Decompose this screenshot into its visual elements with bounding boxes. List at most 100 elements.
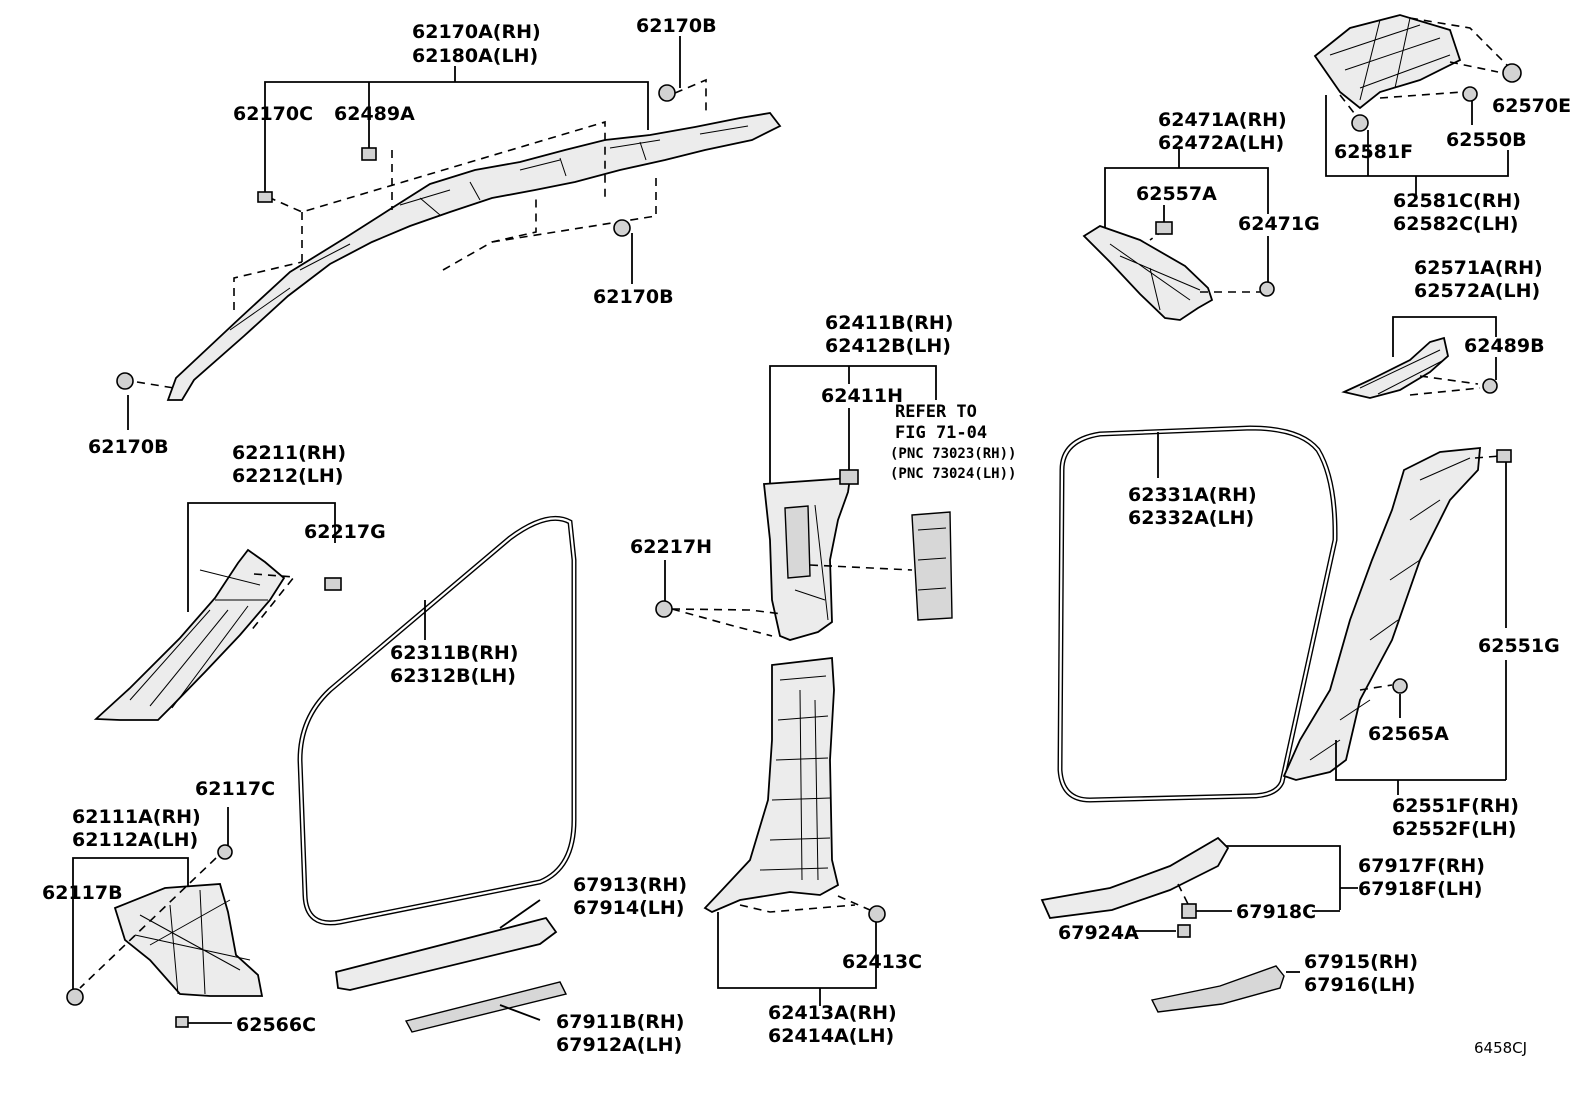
rear-pillar-lower-group [1282, 446, 1512, 795]
clip-62557a [1155, 221, 1173, 235]
label-62570e: 62570E [1492, 95, 1571, 117]
label-62117b: 62117B [42, 882, 123, 904]
label-62312b-lh: 62312B(LH) [390, 665, 516, 687]
label-62212-lh: 62212(LH) [232, 465, 343, 487]
label-62311b-rh: 62311B(RH) [390, 642, 518, 664]
front-pillar-trim-group [93, 502, 342, 721]
clip-62117c [217, 844, 233, 860]
label-62170a-rh: 62170A(RH) [412, 21, 541, 43]
label-67924a: 67924A [1058, 922, 1139, 944]
label-62217g: 62217G [304, 521, 386, 543]
clip-62551g-end [1496, 449, 1512, 463]
label-62582c-lh: 62582C(LH) [1393, 213, 1518, 235]
label-62566c: 62566C [236, 1014, 316, 1036]
label-62489a: 62489A [334, 103, 415, 125]
front-door-weatherstrip-group [297, 515, 577, 926]
label-62581f: 62581F [1334, 141, 1413, 163]
label-62170c: 62170C [233, 103, 313, 125]
label-62112a-lh: 62112A(LH) [72, 829, 198, 851]
seat-belt-anchor-cover [911, 511, 953, 621]
clip-62117b [66, 988, 84, 1006]
label-62413a-rh: 62413A(RH) [768, 1002, 897, 1024]
label-62211-rh: 62211(RH) [232, 442, 346, 464]
label-62117c: 62117C [195, 778, 275, 800]
label-62411b-rh: 62411B(RH) [825, 312, 953, 334]
clip-62550b [1462, 86, 1478, 102]
label-62552f-lh: 62552F(LH) [1392, 818, 1516, 840]
front-pillar-trim [93, 548, 286, 721]
cowl-side-trim-group [66, 807, 264, 1028]
label-62180a-lh: 62180A(LH) [412, 45, 538, 67]
label-62411h: 62411H [821, 385, 903, 407]
center-pillar-group [655, 365, 953, 1006]
label-refer-to: REFER TO [895, 402, 977, 422]
front-pillar-garnish-group [116, 36, 782, 430]
label-67916-lh: 67916(LH) [1304, 974, 1415, 996]
label-62572a-lh: 62572A(LH) [1414, 280, 1540, 302]
package-tray-side-group [1341, 316, 1498, 399]
label-62571a-rh: 62571A(RH) [1414, 257, 1543, 279]
front-scuff-plate-outer [404, 981, 568, 1033]
front-scuff-plate-group [335, 899, 568, 1033]
label-62217h: 62217H [630, 536, 712, 558]
clip-62570e [1502, 63, 1522, 83]
label-62581c-rh: 62581C(RH) [1393, 190, 1521, 212]
label-62565a: 62565A [1368, 723, 1449, 745]
label-62331a-rh: 62331A(RH) [1128, 484, 1257, 506]
clip-62489a [361, 147, 377, 161]
clip-62170b-mid [613, 219, 631, 237]
label-67918c: 67918C [1236, 901, 1316, 923]
label-62170b-mid: 62170B [593, 286, 674, 308]
package-tray-side-trim [1341, 336, 1449, 399]
label-62472a-lh: 62472A(LH) [1158, 132, 1284, 154]
clip-62217g [324, 577, 342, 591]
clip-62170b-top [658, 84, 676, 102]
label-67918f-lh: 67918F(LH) [1358, 878, 1482, 900]
label-pnc-lh: (PNC 73024(LH)) [890, 466, 1016, 482]
label-67913-rh: 67913(RH) [573, 874, 687, 896]
label-62471a-rh: 62471A(RH) [1158, 109, 1287, 131]
label-62170b-left: 62170B [88, 436, 169, 458]
label-pnc-rh: (PNC 73023(RH)) [890, 446, 1016, 462]
clip-62411h [839, 469, 859, 485]
clip-62170c [257, 191, 273, 203]
front-scuff-plate-inner [335, 916, 558, 991]
label-62170b-top: 62170B [636, 15, 717, 37]
label-62557a: 62557A [1136, 183, 1217, 205]
label-62332a-lh: 62332A(LH) [1128, 507, 1254, 529]
clip-62471g [1259, 281, 1275, 297]
roof-side-inner-garnish [1082, 225, 1214, 321]
clip-62581f [1351, 114, 1369, 132]
label-fig-71-04: FIG 71-04 [895, 423, 987, 443]
rear-scuff-plate-group [1040, 836, 1358, 1013]
label-67915-rh: 67915(RH) [1304, 951, 1418, 973]
label-67917f-rh: 67917F(RH) [1358, 855, 1485, 877]
clip-62170b-left [116, 372, 134, 390]
rear-door-weatherstrip-group [1057, 425, 1338, 803]
front-pillar-garnish [166, 112, 782, 401]
figure-code: 6458CJ [1474, 1039, 1527, 1057]
part-labels: 62170A(RH) 62180A(LH) 62170B 62170C 6248… [42, 15, 1571, 1057]
rear-scuff-plate-outer [1150, 965, 1285, 1013]
label-62413c: 62413C [842, 951, 922, 973]
label-67912a-lh: 67912A(LH) [556, 1034, 682, 1056]
clip-62489b [1482, 378, 1498, 394]
clip-62217h [655, 600, 673, 618]
rear-pillar-upper-garnish [1313, 14, 1462, 110]
label-62414a-lh: 62414A(LH) [768, 1025, 894, 1047]
label-62489b: 62489B [1464, 335, 1545, 357]
label-62111a-rh: 62111A(RH) [72, 806, 201, 828]
label-62412b-lh: 62412B(LH) [825, 335, 951, 357]
rear-pillar-lower-garnish [1282, 446, 1481, 781]
cowl-side-trim [113, 883, 264, 997]
clip-62413c [868, 905, 886, 923]
center-pillar-lower-garnish [703, 656, 840, 914]
roof-side-trim-group [1082, 149, 1275, 321]
rear-pillar-upper-group [1313, 14, 1522, 196]
clip-62565a [1392, 678, 1408, 694]
label-62550b: 62550B [1446, 129, 1527, 151]
clip-67918c [1181, 903, 1197, 919]
clip-62566c [175, 1016, 189, 1028]
clip-67924a [1177, 924, 1191, 938]
